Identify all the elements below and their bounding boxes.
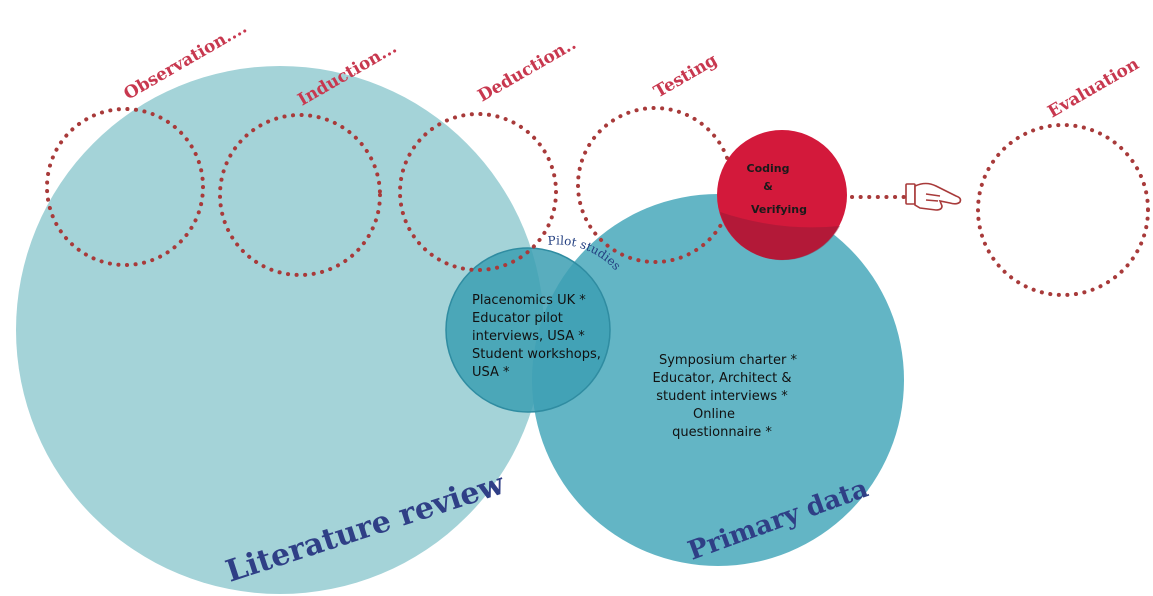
pilot-item-1: Placenomics UK * [472,293,586,308]
pilot-studies-circle [445,247,611,413]
induction-dotted-circle [218,113,382,277]
literature-review-circle [16,66,544,594]
pointing-hand-icon [905,182,962,211]
deduction-dotted-circle [398,112,558,272]
pilot-item-5: USA * [472,365,510,380]
coding-line-2: & [763,180,773,193]
evaluation-dotted-circle [976,123,1150,297]
primary-data-circle [532,194,904,566]
coding-overlap-shade [720,212,840,261]
pilot-item-2: Educator pilot [472,311,563,326]
pilot-item-4: Student workshops, [472,347,601,362]
pilot-item-3: interviews, USA * [472,329,585,344]
evaluation-label: Evaluation [1045,54,1143,122]
observation-dotted-circle [45,107,205,267]
primary-item-2: Educator, Architect & [652,371,791,386]
coding-line-3: Verifying [751,203,807,216]
primary-item-1: Symposium charter * [659,353,798,368]
primary-item-5: questionnaire * [672,425,772,440]
primary-item-3: student interviews * [656,389,788,404]
deduction-label: Deduction.. [475,34,580,106]
testing-label: Testing [651,50,721,102]
primary-item-4: Online [693,407,735,422]
coding-verifying-circle [717,130,847,260]
coding-line-1: Coding [747,162,790,175]
